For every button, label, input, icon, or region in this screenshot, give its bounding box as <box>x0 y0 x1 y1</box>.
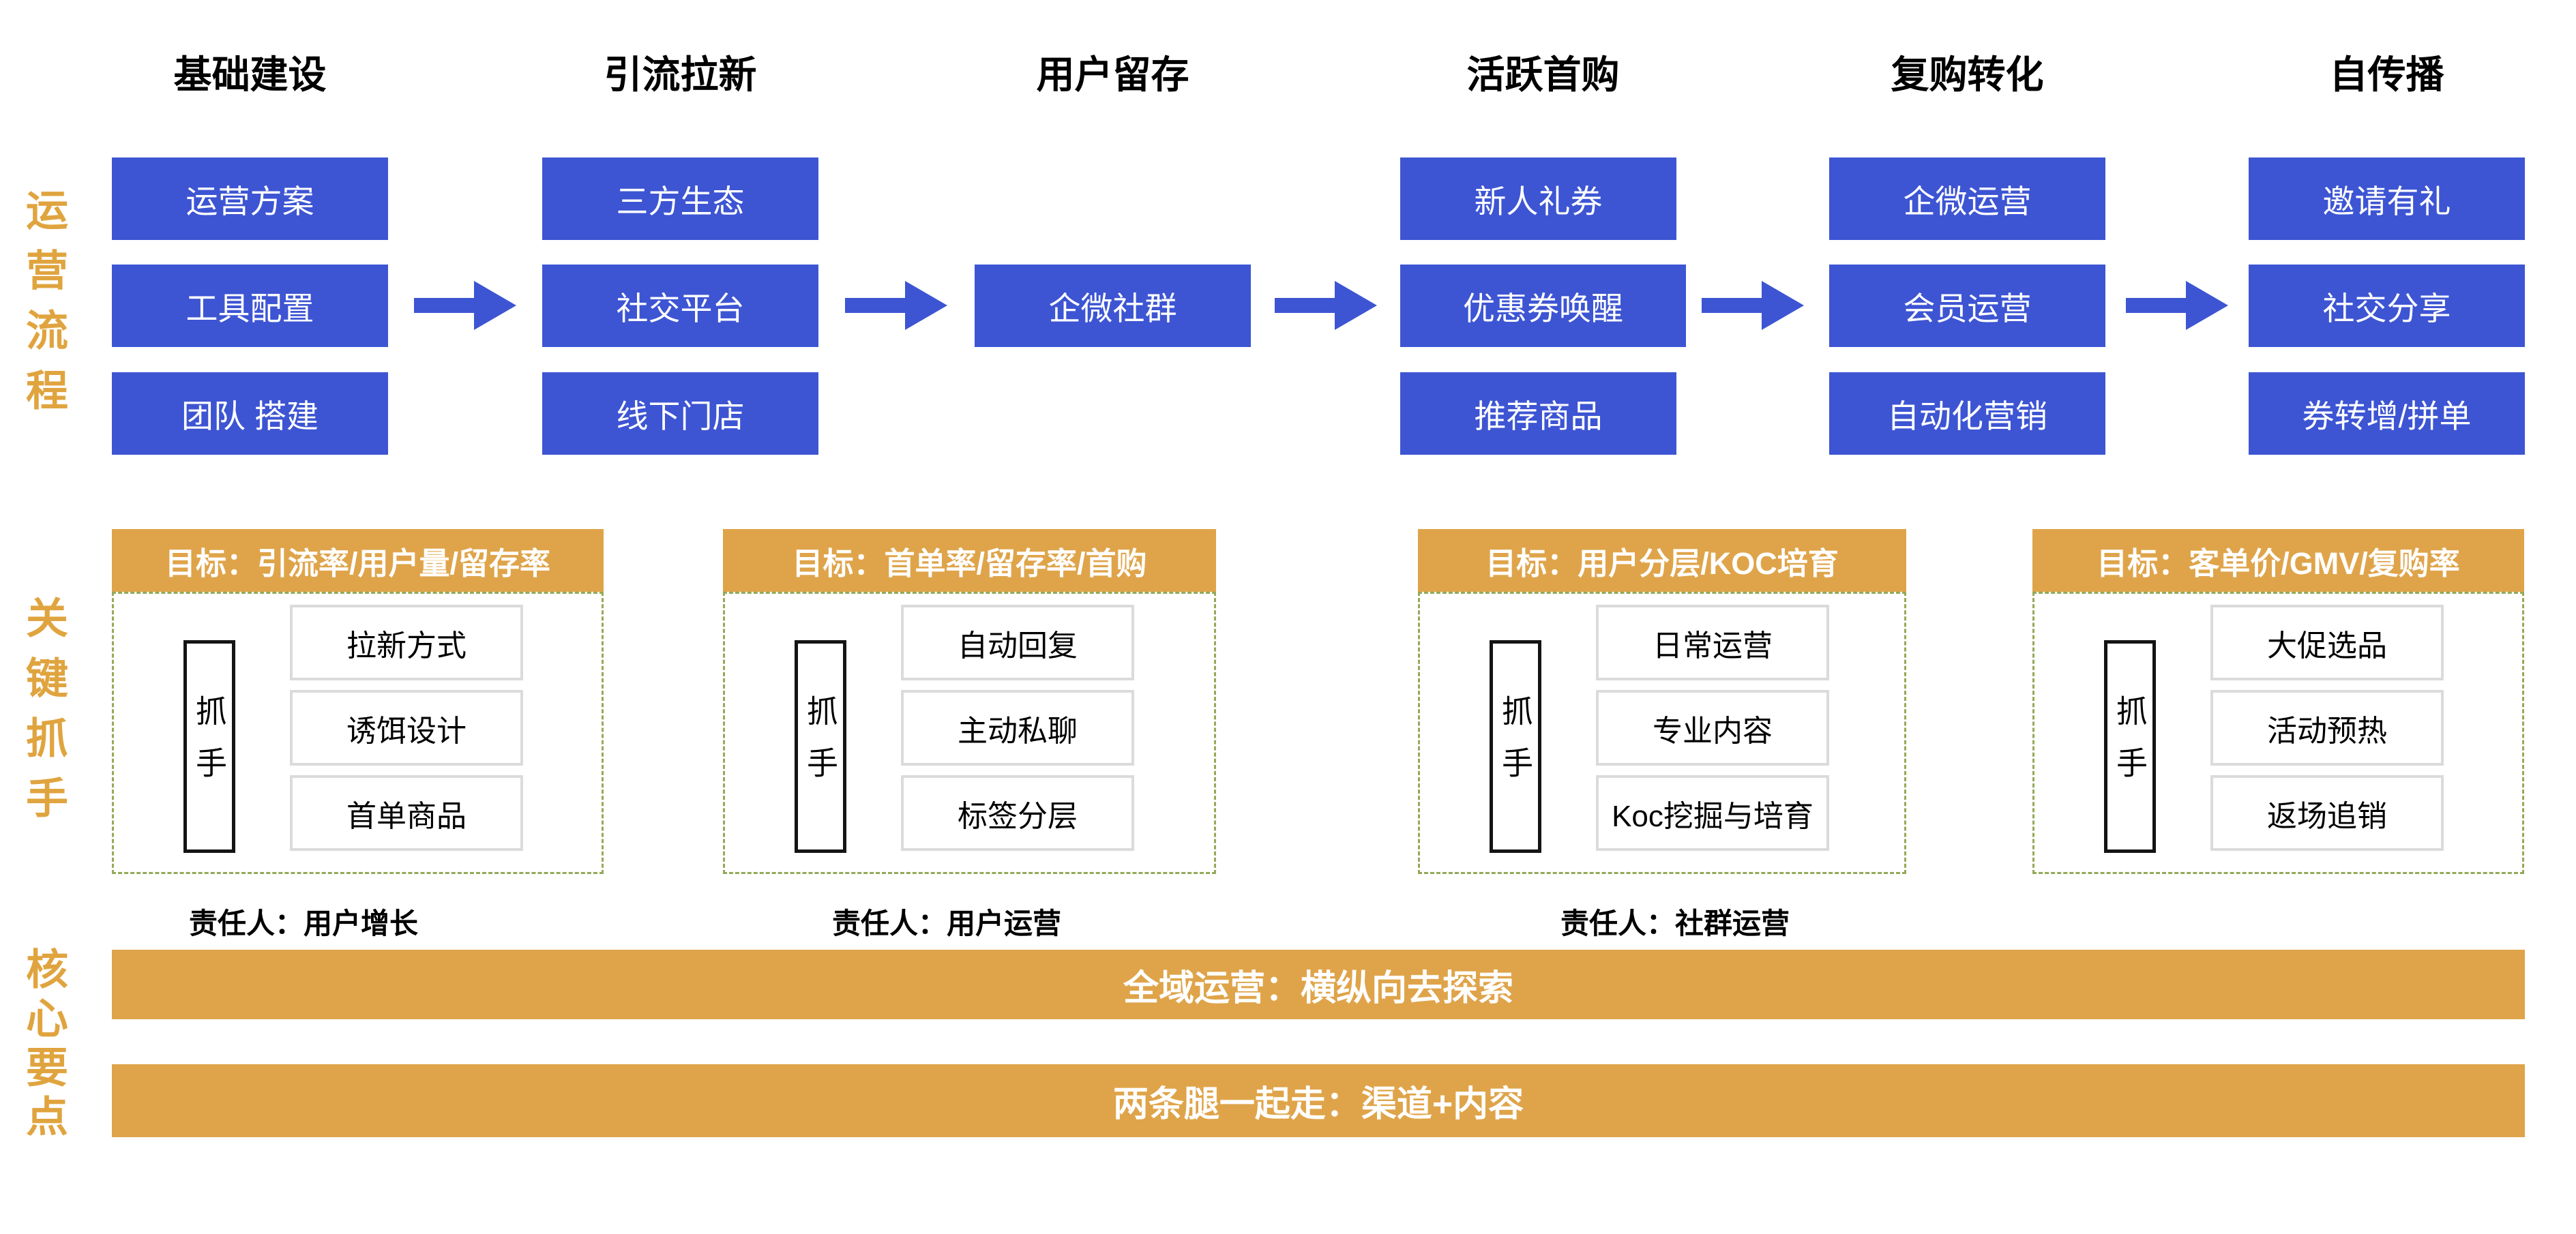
flow-box: 会员运营 <box>1829 265 2105 347</box>
column-header-retention: 用户留存 <box>1036 52 1189 96</box>
lever-item: 诱饵设计 <box>290 690 523 766</box>
goal-header: 目标：首单率/留存率/首购 <box>723 529 1216 592</box>
lever-item: 专业内容 <box>1596 690 1829 766</box>
right-arrow-icon <box>414 281 516 330</box>
column-header-repurchase: 复购转化 <box>1891 52 2044 96</box>
flow-box: 券转增/拼单 <box>2249 372 2525 455</box>
lever-group-body: 抓手 日常运营 专业内容 Koc挖掘与培育 <box>1418 592 1906 874</box>
lever-item: 日常运营 <box>1596 605 1829 680</box>
right-arrow-icon <box>845 281 947 330</box>
lever-group: 目标：用户分层/KOC培育 抓手 日常运营 专业内容 Koc挖掘与培育 <box>1418 529 1906 874</box>
section-label-operations-flow: 运营流程 <box>19 188 66 428</box>
flow-box: 运营方案 <box>112 157 388 240</box>
column-header-referral: 自传播 <box>2329 52 2444 96</box>
handle-box: 抓手 <box>183 640 235 853</box>
column-header-first-purchase: 活跃首购 <box>1466 52 1620 96</box>
lever-group-body: 抓手 拉新方式 诱饵设计 首单商品 <box>112 592 604 874</box>
owner-label: 责任人：社群运营 <box>1560 907 1790 939</box>
lever-items: 拉新方式 诱饵设计 首单商品 <box>290 605 523 851</box>
lever-group: 目标：引流率/用户量/留存率 抓手 拉新方式 诱饵设计 首单商品 <box>112 529 604 874</box>
lever-items: 自动回复 主动私聊 标签分层 <box>901 605 1134 851</box>
flow-box: 三方生态 <box>542 157 818 240</box>
core-point-bar: 两条腿一起走：渠道+内容 <box>112 1064 2525 1137</box>
flow-box: 邀请有礼 <box>2249 157 2525 240</box>
lever-item: 自动回复 <box>901 605 1134 680</box>
lever-item: 返场追销 <box>2210 775 2444 851</box>
flow-box: 自动化营销 <box>1829 372 2105 455</box>
lever-items: 日常运营 专业内容 Koc挖掘与培育 <box>1596 605 1829 851</box>
flow-box: 工具配置 <box>112 265 388 347</box>
lever-item: 首单商品 <box>290 775 523 851</box>
lever-group: 目标：首单率/留存率/首购 抓手 自动回复 主动私聊 标签分层 <box>723 529 1216 874</box>
right-arrow-icon <box>1275 281 1377 330</box>
right-arrow-icon <box>1702 281 1804 330</box>
flow-box: 优惠券唤醒 <box>1400 265 1686 347</box>
core-point-bar: 全域运营：横纵向去探索 <box>112 950 2525 1019</box>
lever-group-body: 抓手 大促选品 活动预热 返场追销 <box>2032 592 2524 874</box>
owner-label: 责任人：用户增长 <box>189 907 419 939</box>
lever-item: 标签分层 <box>901 775 1134 851</box>
lever-item: 主动私聊 <box>901 690 1134 766</box>
lever-group: 目标：客单价/GMV/复购率 抓手 大促选品 活动预热 返场追销 <box>2032 529 2524 874</box>
goal-header: 目标：客单价/GMV/复购率 <box>2032 529 2524 592</box>
flow-box: 社交平台 <box>542 265 818 347</box>
flow-box: 团队 搭建 <box>112 372 388 455</box>
column-header-foundation: 基础建设 <box>173 52 327 96</box>
goal-header: 目标：引流率/用户量/留存率 <box>112 529 604 592</box>
flow-box: 线下门店 <box>542 372 818 455</box>
handle-box: 抓手 <box>795 640 846 853</box>
handle-box: 抓手 <box>2104 640 2156 853</box>
section-label-key-levers: 关键抓手 <box>19 596 66 836</box>
owner-label: 责任人：用户运营 <box>832 907 1062 939</box>
flow-box: 企微运营 <box>1829 157 2105 240</box>
lever-item: 拉新方式 <box>290 605 523 680</box>
column-header-acquisition: 引流拉新 <box>604 52 757 96</box>
lever-group-body: 抓手 自动回复 主动私聊 标签分层 <box>723 592 1216 874</box>
flow-box: 推荐商品 <box>1400 372 1676 455</box>
lever-items: 大促选品 活动预热 返场追销 <box>2210 605 2444 851</box>
flow-box: 社交分享 <box>2249 265 2525 347</box>
flow-box: 企微社群 <box>975 265 1251 347</box>
handle-box: 抓手 <box>1490 640 1541 853</box>
lever-item: 大促选品 <box>2210 605 2444 680</box>
flow-box: 新人礼券 <box>1400 157 1676 240</box>
right-arrow-icon <box>2126 281 2228 330</box>
lever-item: 活动预热 <box>2210 690 2444 766</box>
lever-item: Koc挖掘与培育 <box>1596 775 1829 851</box>
goal-header: 目标：用户分层/KOC培育 <box>1418 529 1906 592</box>
section-label-core-points: 核心要点 <box>19 947 66 1143</box>
